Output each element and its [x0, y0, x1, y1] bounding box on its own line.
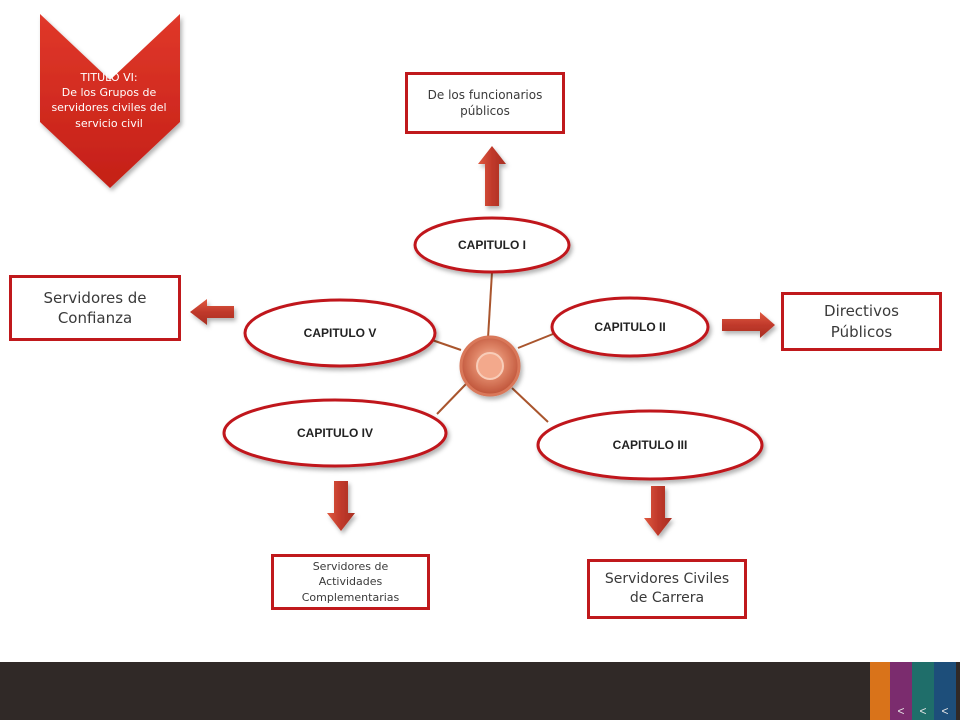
chapter-label-2: CAPITULO II: [552, 298, 708, 356]
chapter-3-text: CAPITULO III: [612, 438, 688, 452]
box-complementarias-text: Servidores de Actividades Complementaria…: [301, 559, 400, 604]
chapter-ellipse-2: [550, 296, 710, 358]
box-actividades-complementarias: Servidores de Actividades Complementaria…: [271, 554, 430, 610]
box-confianza-text: Servidores de Confianza: [43, 288, 147, 327]
connector-c4: [436, 383, 467, 415]
connector-c1: [487, 271, 493, 339]
nav-back-icon-2[interactable]: <: [919, 704, 927, 718]
chapter-label-5: CAPITULO V: [245, 300, 435, 366]
box-funcionarios-text: De los funcionarios públicos: [427, 87, 543, 118]
chapter-ellipse-3: [536, 409, 764, 481]
chapter-label-3: CAPITULO III: [538, 411, 762, 479]
chapter-2-text: CAPITULO II: [594, 320, 666, 334]
connector-c5: [431, 339, 462, 351]
hub-inner: [476, 352, 504, 380]
chapter-1-text: CAPITULO I: [458, 238, 526, 252]
arrow-right: [722, 312, 775, 338]
footer-nav-strip-3[interactable]: <: [934, 662, 956, 720]
nav-back-icon-3[interactable]: <: [941, 704, 949, 718]
nav-back-icon-1[interactable]: <: [897, 704, 905, 718]
chapter-label-4: CAPITULO IV: [224, 400, 446, 466]
footer-nav-strip-2[interactable]: <: [912, 662, 934, 720]
connector-c2: [517, 333, 554, 349]
arrow-up: [478, 146, 506, 206]
box-funcionarios-publicos: De los funcionarios públicos: [405, 72, 565, 134]
footer-strip-orange: [870, 662, 890, 720]
title-chevron-shape: [40, 14, 180, 188]
chapter-4-text: CAPITULO IV: [296, 426, 373, 440]
box-directivos-publicos: Directivos Públicos: [781, 292, 942, 351]
connector-c3: [511, 387, 549, 423]
box-carrera-text: Servidores Civiles de Carrera: [604, 571, 730, 606]
title-subtitle: De los Grupos de servidores civiles del …: [51, 86, 167, 130]
arrow-left: [190, 299, 234, 325]
box-servidores-carrera: Servidores Civiles de Carrera: [587, 559, 747, 619]
title-heading: TITULO VI:: [80, 71, 138, 84]
connectors: [431, 271, 554, 423]
chapter-5-text: CAPITULO V: [303, 326, 377, 340]
box-directivos-text: Directivos Públicos: [824, 302, 899, 341]
footer-nav-strip-1[interactable]: <: [890, 662, 912, 720]
title-block: TITULO VI: De los Grupos de servidores c…: [38, 70, 180, 131]
chapter-label-1: CAPITULO I: [415, 218, 569, 272]
arrow-down-right: [644, 486, 672, 536]
footer-bar: [0, 662, 960, 720]
arrow-down-left: [327, 481, 355, 531]
box-servidores-confianza: Servidores de Confianza: [9, 275, 181, 341]
chapter-ellipse-1: [413, 216, 571, 274]
chapter-ellipse-4: [222, 398, 448, 468]
chapter-ellipse-5: [243, 298, 437, 368]
